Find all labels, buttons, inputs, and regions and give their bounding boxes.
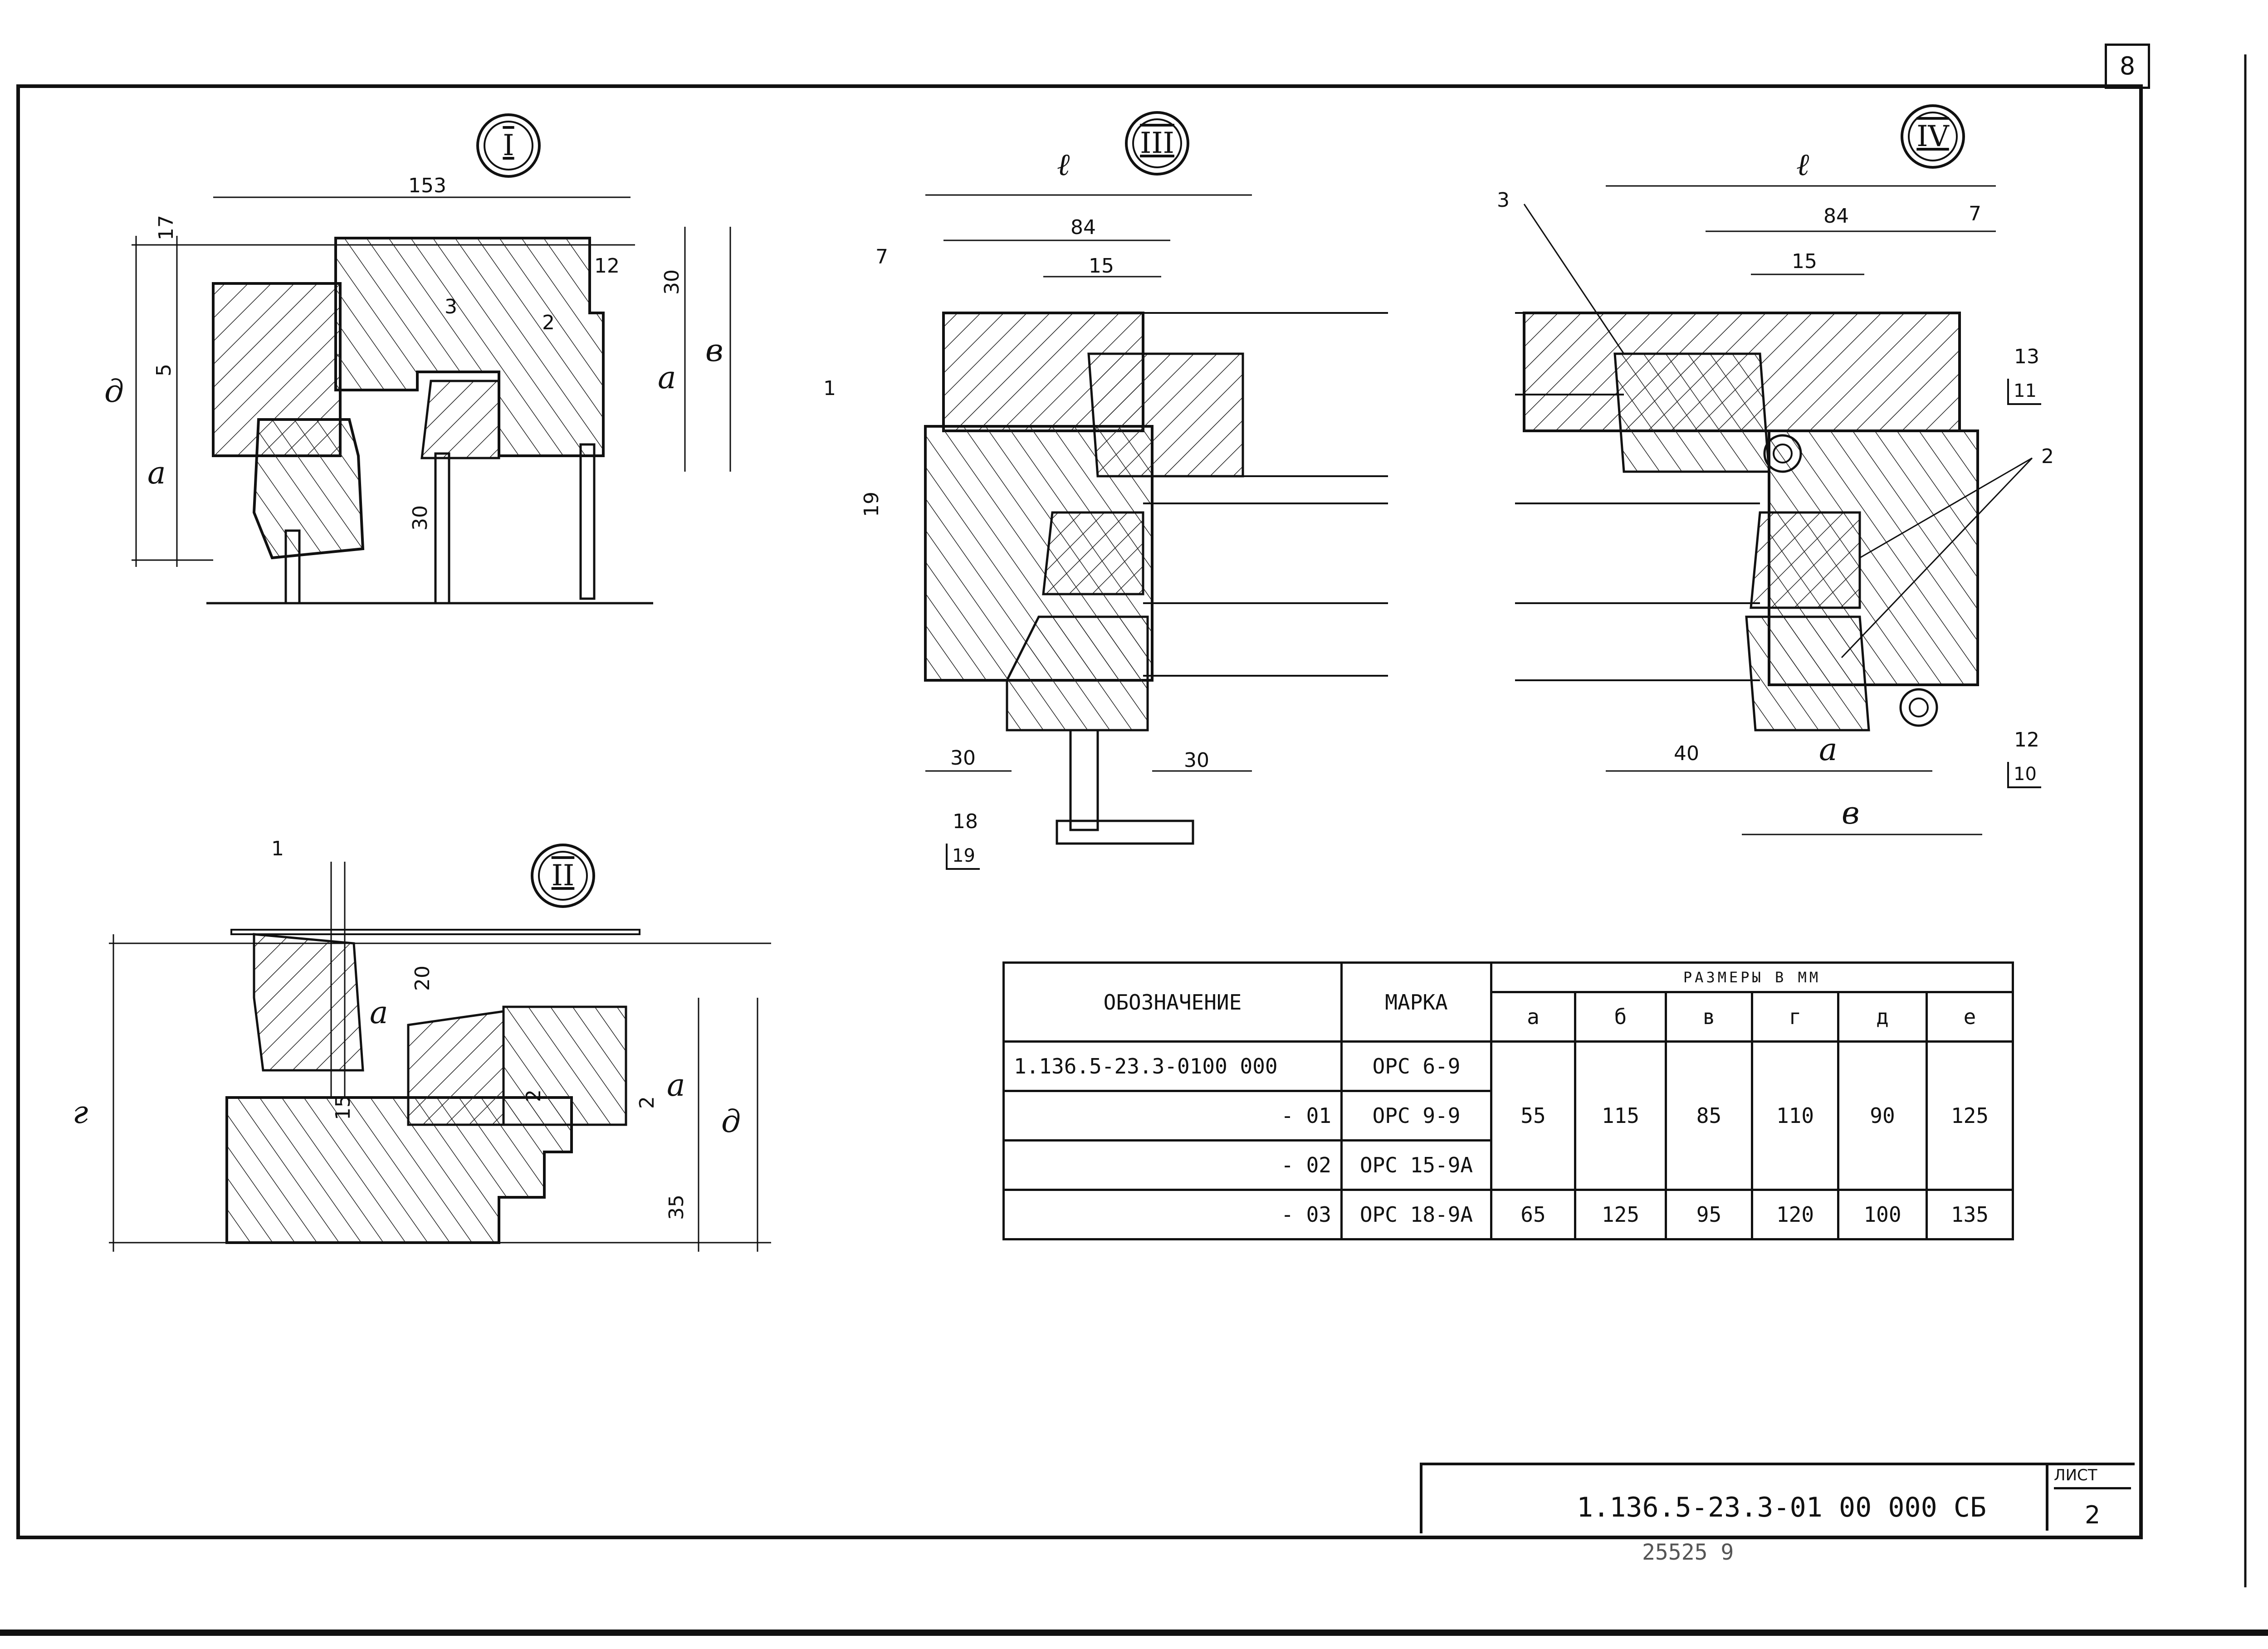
- table-row: - 03 ОРС 18-9А 65 125 95 120 100 135: [1002, 1189, 2014, 1240]
- cell-a-group2: 65: [1490, 1189, 1576, 1240]
- dim-15-view3: 15: [1089, 254, 1114, 278]
- sheet-label: ЛИСТ: [2054, 1466, 2131, 1489]
- outer-frame: [16, 84, 2143, 1539]
- dim-2-view2-a: 2: [522, 1089, 545, 1102]
- view-marker-4: IV: [1901, 104, 1965, 169]
- row-brand: ОРС 15-9А: [1340, 1139, 1492, 1191]
- section-view-4: [1515, 185, 2033, 835]
- callout-3: 3: [1497, 189, 1510, 212]
- table-row: 1.136.5-23.3-0100 000 ОРС 6-9 55 115 85 …: [1002, 1040, 2014, 1191]
- dim-letter-a-left: а: [147, 455, 166, 491]
- pos-19: 19: [946, 844, 980, 870]
- row-designation: 1.136.5-23.3-0100 000: [1002, 1040, 1343, 1092]
- dim-20-view2: 20: [411, 966, 434, 991]
- cell-a-group1: 55: [1490, 1040, 1576, 1191]
- header-size-b: б: [1574, 991, 1667, 1043]
- cell-g-group1: 110: [1751, 1040, 1839, 1191]
- cell-g-group2: 120: [1751, 1189, 1839, 1240]
- dim-40-view4: 40: [1674, 742, 1699, 765]
- dim-30-top: 30: [660, 269, 684, 295]
- dim-84-view3: 84: [1070, 216, 1096, 239]
- row-designation: - 03: [1002, 1189, 1343, 1240]
- section-view-2: [109, 862, 771, 1252]
- dim-letter-d: д: [104, 374, 124, 410]
- row-brand: ОРС 18-9А: [1340, 1189, 1492, 1240]
- section-view-1: [132, 196, 731, 605]
- header-size-g: г: [1751, 991, 1839, 1043]
- dim-letter-d-view2: д: [721, 1104, 741, 1140]
- cell-d-group2: 100: [1837, 1189, 1928, 1240]
- header-size-a: а: [1490, 991, 1576, 1043]
- view-marker-3: III: [1125, 111, 1189, 176]
- pos-10: 10: [2007, 762, 2041, 788]
- header-designation: ОБОЗНАЧЕНИЕ: [1002, 961, 1343, 1043]
- header-size-e: е: [1926, 991, 2014, 1043]
- dim-letter-v: в: [705, 333, 723, 369]
- callout-1: 1: [823, 377, 836, 400]
- dim-30-bottom: 30: [409, 505, 432, 531]
- dim-35-view2: 35: [665, 1195, 688, 1220]
- dim-letter-a-view4: а: [1819, 732, 1838, 768]
- cell-v-group2: 95: [1665, 1189, 1753, 1240]
- header-brand: МАРКА: [1340, 961, 1492, 1043]
- dim-7-view3: 7: [875, 245, 888, 268]
- pos-18: 18: [953, 810, 978, 833]
- document-code: 1.136.5-23.3-01 00 000 СБ: [1577, 1492, 1987, 1523]
- dim-7-view4: 7: [1969, 202, 1981, 225]
- header-size-d: д: [1837, 991, 1928, 1043]
- cell-e-group2: 135: [1926, 1189, 2014, 1240]
- dim-5: 5: [152, 364, 176, 376]
- row-brand: ОРС 6-9: [1340, 1040, 1492, 1092]
- dim-84-view4: 84: [1823, 205, 1849, 228]
- dim-30-right-view3: 30: [1184, 749, 1209, 772]
- section-view-3: [924, 194, 1388, 845]
- dim-15-view4: 15: [1792, 250, 1817, 273]
- table-row: - 02 ОРС 15-9А: [1002, 1139, 2013, 1191]
- dim-1-view2: 1: [271, 837, 284, 860]
- view-marker-1: I: [476, 113, 541, 178]
- dim-l-view3: ℓ: [1057, 147, 1070, 183]
- pos-12: 12: [2014, 728, 2039, 751]
- size-table: ОБОЗНАЧЕНИЕ МАРКА РАЗМЕРЫ В ММ а б в г д…: [1002, 961, 2014, 1240]
- cell-e-group1: 125: [1926, 1040, 2014, 1191]
- callout-2: 2: [2041, 445, 2054, 468]
- header-sizes: РАЗМЕРЫ В ММ: [1490, 961, 2014, 993]
- dim-letter-g-view2: г: [73, 1095, 88, 1131]
- pos-11: 11: [2007, 379, 2041, 405]
- table-row: - 01 ОРС 9-9: [1002, 1090, 2013, 1142]
- dim-2-view2-b: 2: [635, 1096, 659, 1109]
- cell-v-group1: 85: [1665, 1040, 1753, 1191]
- dim-letter-v-view4: в: [1842, 795, 1860, 831]
- dim-12: 12: [594, 254, 620, 278]
- row-brand: ОРС 9-9: [1340, 1090, 1492, 1142]
- page-number: 8: [2105, 44, 2150, 89]
- title-stamp: 1.136.5-23.3-01 00 000 СБ: [1420, 1463, 2135, 1533]
- view-marker-2: II: [531, 844, 595, 908]
- dim-19-view3: 19: [860, 492, 883, 517]
- sheet-number: 2: [2085, 1501, 2101, 1529]
- row-designation: - 01: [1002, 1090, 1343, 1142]
- dim-letter-a2-view2: а: [667, 1068, 685, 1103]
- inventory-number: 25525 9: [1642, 1540, 1734, 1565]
- cell-b-group1: 115: [1574, 1040, 1667, 1191]
- dim-30-left-view3: 30: [950, 746, 976, 770]
- row-designation: - 02: [1002, 1139, 1343, 1191]
- dim-2: 2: [542, 311, 555, 334]
- header-size-v: в: [1665, 991, 1753, 1043]
- pos-13: 13: [2014, 345, 2039, 368]
- dim-3: 3: [445, 295, 457, 318]
- dim-letter-a: а: [658, 360, 676, 396]
- dim-17: 17: [155, 215, 178, 240]
- cell-d-group1: 90: [1837, 1040, 1928, 1191]
- sheet-cell: ЛИСТ 2: [2046, 1463, 2135, 1531]
- cell-b-group2: 125: [1574, 1189, 1667, 1240]
- dim-letter-a-view2: а: [370, 995, 388, 1031]
- dim-l-view4: ℓ: [1796, 147, 1809, 183]
- dim-15-view2: 15: [332, 1095, 355, 1120]
- dim-153: 153: [408, 174, 446, 197]
